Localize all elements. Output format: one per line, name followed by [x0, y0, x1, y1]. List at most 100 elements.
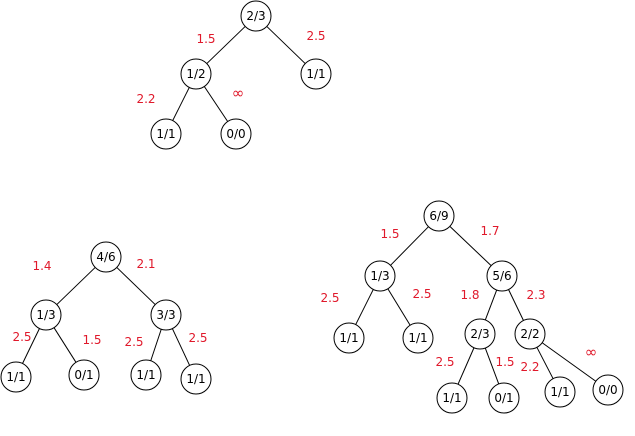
tree-node: 0/1 [488, 382, 520, 414]
node-label: 0/1 [74, 368, 93, 382]
node-circle [436, 382, 468, 414]
edge-g-k [541, 342, 597, 382]
node-circle [544, 376, 576, 408]
tree-node: 1/1 [333, 322, 365, 354]
edge-weight-label: 2.3 [526, 288, 545, 302]
edge-c-f [484, 289, 498, 321]
node-circle [402, 322, 434, 354]
node-label: 3/3 [156, 308, 175, 322]
edge-weight-label: 2.5 [188, 331, 207, 345]
node-label: 4/6 [96, 250, 115, 264]
tree-node: 1/1 [402, 322, 434, 354]
edge-weight-label: 2.5 [435, 355, 454, 369]
node-label: 1/1 [6, 370, 25, 384]
edge-weight-label: 1.8 [460, 288, 479, 302]
node-circle [300, 58, 332, 90]
node-label: 1/1 [136, 368, 155, 382]
node-circle [464, 318, 496, 350]
tree-node: 3/3 [150, 299, 182, 331]
node-label: 2/3 [246, 9, 265, 23]
edge-a-c [116, 267, 156, 305]
node-circle [30, 299, 62, 331]
node-circle [0, 361, 32, 393]
node-label: 1/1 [186, 372, 205, 386]
tree-node: 1/1 [180, 363, 212, 395]
node-label: 2/3 [470, 327, 489, 341]
tree-node: 1/1 [300, 58, 332, 90]
node-circle [423, 200, 455, 232]
edge-weight-label: 2.5 [412, 287, 431, 301]
node-label: 6/9 [429, 209, 448, 223]
edge-b-e [387, 288, 411, 326]
edge-c-g [171, 328, 191, 366]
node-label: 0/0 [598, 383, 617, 397]
tree-node: 2/3 [240, 0, 272, 32]
edge-b-d [355, 289, 374, 325]
tree-node: 1/3 [30, 299, 62, 331]
edge-weight-label: 2.5 [124, 335, 143, 349]
node-circle [90, 241, 122, 273]
node-circle [68, 359, 100, 391]
edge-b-e [203, 86, 229, 122]
node-circle [150, 118, 182, 150]
node-circle [364, 260, 396, 292]
edge-b-d [172, 87, 190, 121]
node-circle [220, 118, 252, 150]
edge-weight-label: 2.1 [136, 257, 155, 271]
tree-node: 0/0 [592, 374, 624, 406]
node-circle [180, 58, 212, 90]
node-circle [486, 260, 518, 292]
tree-node: 1/1 [544, 376, 576, 408]
edge-weight-label: 1.4 [32, 259, 51, 273]
edge-weight-label: 2.5 [320, 291, 339, 305]
node-circle [514, 318, 546, 350]
edge-weight-label: 1.5 [380, 227, 399, 241]
node-label: 1/1 [156, 127, 175, 141]
edge-weight-label: 1.5 [82, 333, 101, 347]
edge-a-b [56, 267, 96, 305]
edge-a-c [266, 26, 306, 64]
tree-node: 2/2 [514, 318, 546, 350]
edge-weight-label: ∞ [232, 84, 245, 102]
node-label: 2/2 [520, 327, 539, 341]
tree-node: 0/1 [68, 359, 100, 391]
edge-weight-label: ∞ [585, 343, 598, 361]
edge-f-h [457, 347, 475, 385]
tree-2: 4/6 1/3 3/3 1/1 0/1 1/1 1/1 1.4 2.1 2.5 1.5 2.5 2.5 [0, 241, 212, 395]
edge-c-f [150, 329, 162, 361]
edge-f-i [484, 347, 500, 385]
edge-b-e [53, 327, 77, 363]
edge-weight-label: 1.5 [196, 32, 215, 46]
edge-a-b [206, 26, 246, 64]
node-circle [150, 299, 182, 331]
node-circle [240, 0, 272, 32]
edge-weight-label: 2.5 [12, 330, 31, 344]
tree-node: 4/6 [90, 241, 122, 273]
edge-g-j [536, 347, 554, 379]
node-circle [130, 359, 162, 391]
tree-node: 1/1 [150, 118, 182, 150]
tree-node: 2/3 [464, 318, 496, 350]
node-label: 0/0 [226, 127, 245, 141]
node-circle [180, 363, 212, 395]
edge-weight-label: 2.2 [520, 360, 539, 374]
node-circle [488, 382, 520, 414]
tree-node: 6/9 [423, 200, 455, 232]
tree-node: 1/1 [0, 361, 32, 393]
node-circle [333, 322, 365, 354]
node-label: 0/1 [494, 391, 513, 405]
edge-weight-label: 2.2 [136, 92, 155, 106]
tree-node: 1/1 [436, 382, 468, 414]
node-circle [592, 374, 624, 406]
node-label: 1/3 [370, 269, 389, 283]
node-label: 1/1 [550, 385, 569, 399]
node-label: 5/6 [492, 269, 511, 283]
edge-a-b [390, 226, 429, 266]
node-label: 1/2 [186, 67, 205, 81]
edge-b-d [22, 328, 40, 364]
node-label: 1/1 [306, 67, 325, 81]
edge-weight-label: 1.5 [495, 355, 514, 369]
